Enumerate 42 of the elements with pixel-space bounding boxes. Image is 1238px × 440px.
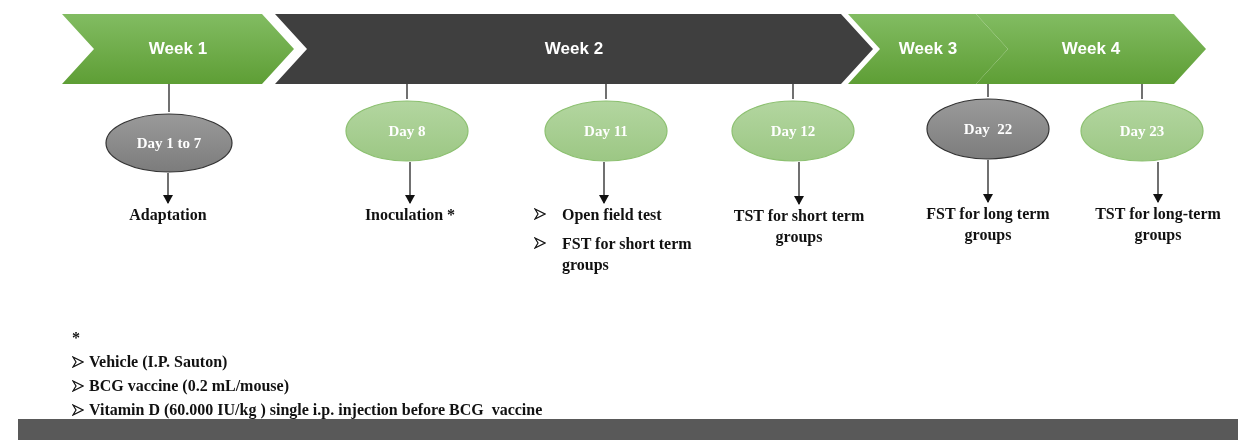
arrow: [405, 161, 415, 204]
day-label: Day 11: [583, 122, 629, 140]
connector-line: [792, 83, 794, 100]
day-oval: [345, 100, 469, 162]
day-label: Day 22: [962, 120, 1014, 138]
step-text: Open field test: [562, 205, 662, 225]
week-banner: [976, 14, 1206, 84]
arrow: [163, 172, 173, 204]
step-text: TST for long-term groups: [1094, 204, 1222, 245]
week-label: Week 2: [543, 39, 605, 59]
step-text: Adaptation: [128, 205, 208, 225]
arrow: [983, 159, 993, 203]
arrow: [794, 161, 804, 205]
footnote-mark: *: [72, 329, 80, 347]
day-oval: [926, 98, 1050, 160]
week-label: Week 1: [147, 39, 209, 59]
note-text: Vitamin D (60.000 IU/kg ) single i.p. injection before BCG vaccine: [89, 401, 543, 419]
connector-line: [605, 83, 607, 100]
arrow: [1153, 161, 1163, 203]
note-text: Vehicle (I.P. Sauton): [89, 353, 228, 371]
day-oval: [105, 113, 233, 173]
day-label: Day 12: [769, 122, 817, 140]
week-label: Week 3: [897, 39, 959, 59]
week-label: Week 4: [1060, 39, 1122, 59]
connector-line: [1141, 83, 1143, 100]
day-label: Day 1 to 7: [135, 134, 203, 152]
week-banner: [848, 14, 1008, 84]
arrow: [599, 161, 609, 204]
connector-line: [168, 83, 170, 113]
day-label: Day 23: [1118, 122, 1166, 140]
connector-line: [406, 83, 408, 100]
day-label: Day 8: [387, 122, 427, 140]
step-text: FST for long term groups: [925, 204, 1051, 245]
step-text: FST for short term groups: [562, 234, 693, 275]
note-text: BCG vaccine (0.2 mL/mouse): [89, 377, 289, 395]
step-text: TST for short term groups: [732, 206, 866, 247]
week-banner: [62, 14, 294, 84]
day-oval: [731, 100, 855, 162]
day-oval: [544, 100, 668, 162]
step-text: Inoculation *: [363, 205, 457, 225]
connector-line: [987, 83, 989, 98]
day-oval: [1080, 100, 1204, 162]
